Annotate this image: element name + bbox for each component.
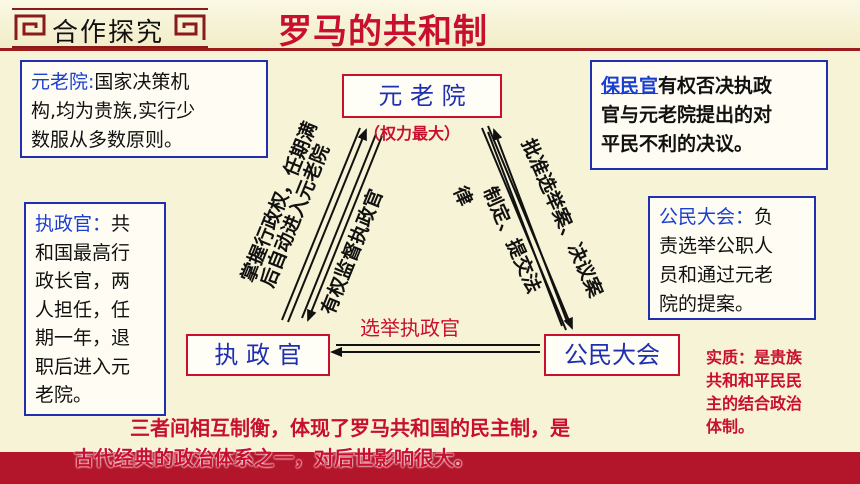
footer-band [0, 452, 860, 484]
section-badge-label: 合作探究 [52, 18, 165, 48]
fret-ornament-icon [174, 14, 206, 40]
essence-line: 实质：是贵族 [706, 348, 803, 367]
section-badge [12, 8, 208, 48]
assembly-info-line: 院的提案。 [659, 293, 755, 315]
consul-info-line: 政长官，两 [35, 270, 131, 292]
page-title: 罗马的共和制 [278, 12, 488, 52]
senate-info-box: 元老院:国家决策机 构,均为贵族,实行少 数服从多数原则。 [20, 60, 268, 158]
assembly-info-box: 公民大会：负 责选举公职人 员和通过元老 院的提案。 [648, 196, 816, 320]
arrow-assembly-to-consul [330, 344, 540, 357]
senate-info-label: 元老院: [31, 71, 95, 93]
assembly-info-line: 公民大会：负 [659, 203, 805, 232]
tribune-info-text: 有权否决执政 [658, 75, 773, 97]
tribune-info-line: 保民官有权否决执政 [601, 72, 817, 101]
assembly-node: 公民大会 [544, 334, 680, 376]
consul-info-box: 执政官：共 和国最高行 政长官，两 人担任，任 期一年，退 职后进入元 老院。 [24, 202, 166, 416]
tribune-info-label: 保民官 [601, 75, 659, 97]
consul-info-line: 期一年，退 [35, 327, 131, 349]
arrow-consul-to-senate [281, 127, 367, 323]
assembly-info-label: 公民大会： [659, 206, 755, 228]
consul-info-line: 职后进入元 [35, 355, 131, 378]
senate-info-line: 数服从多数原则。 [31, 129, 184, 151]
summary-line-1: 三者间相互制衡，体现了罗马共和国的民主制，是 [130, 416, 570, 440]
assembly-info-line: 员和通过元老 [659, 264, 774, 286]
consul-info-label: 执政官： [35, 213, 112, 235]
essence-line: 体制。 [706, 417, 755, 436]
assembly-info-text: 负 [754, 206, 774, 228]
consul-info-line: 人担任，任 [35, 298, 131, 321]
consul-info-line: 和国最高行 [35, 241, 131, 264]
senate-info-line: 构,均为贵族,实行少 [31, 100, 196, 122]
tribune-info-line: 官与元老院提出的对 [601, 104, 773, 126]
consul-info-line: 老院。 [35, 384, 93, 406]
senate-note: （权力最大） [364, 124, 461, 143]
senate-info-line: 元老院:国家决策机 [31, 68, 257, 97]
consul-info-text: 共 [111, 213, 131, 235]
essence-line: 主的结合政治 [706, 394, 803, 413]
essence-note: 实质：是贵族 共和和平民民 主的结合政治 体制。 [706, 346, 802, 438]
edge-label-assembly-to-consul: 选举执政官 [360, 316, 460, 340]
tribune-info-box: 保民官有权否决执政 官与元老院提出的对 平民不利的决议。 [590, 60, 828, 170]
tribune-info-line: 平民不利的决议。 [601, 133, 754, 155]
summary-line-2: 古代经典的政治体系之一，对后世影响很大。 [74, 446, 474, 470]
arrow-senate-to-consul [301, 133, 383, 322]
senate-node: 元 老 院 [342, 74, 502, 118]
assembly-info-line: 责选举公职人 [659, 235, 774, 257]
consul-info-line: 执政官：共 [35, 210, 155, 239]
essence-line: 共和和平民民 [706, 371, 803, 390]
consul-node: 执 政 官 [186, 334, 330, 376]
senate-info-text: 国家决策机 [94, 71, 190, 93]
header-rule [0, 48, 860, 51]
arrow-senate-to-assembly [481, 125, 573, 331]
fret-ornament-icon [14, 14, 46, 40]
